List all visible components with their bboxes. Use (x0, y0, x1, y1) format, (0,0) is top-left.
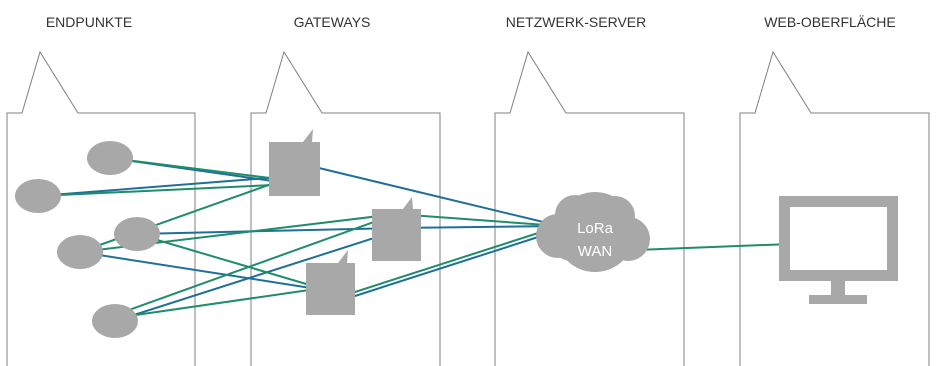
gateway-icon (269, 129, 320, 196)
link (37, 183, 295, 197)
link (114, 286, 331, 319)
link (329, 225, 561, 301)
panel-endpoints (6, 50, 196, 366)
link (329, 229, 561, 305)
links-green (37, 157, 791, 319)
column-label-server: NETZWERK-SERVER (506, 14, 647, 30)
link (136, 233, 331, 292)
link (37, 175, 295, 197)
panel-web (739, 50, 930, 366)
link (114, 230, 397, 322)
endpoint-node (57, 235, 103, 269)
link (79, 251, 331, 292)
gateways (269, 129, 421, 315)
panel-server (494, 50, 685, 366)
endpoints (15, 141, 160, 338)
link (114, 213, 397, 316)
link (109, 157, 295, 182)
column-label-gateways: GATEWAYS (294, 14, 371, 30)
links-blue (37, 157, 561, 322)
column-label-endpoints: ENDPUNKTE (46, 14, 132, 30)
link (293, 161, 561, 227)
cloud-icon: LoRa WAN (536, 192, 650, 272)
endpoint-node (114, 217, 160, 251)
panel-gateways (250, 50, 441, 366)
link (635, 243, 791, 251)
monitor-icon (779, 196, 898, 304)
link (79, 175, 295, 253)
gateway-icon (306, 250, 355, 315)
endpoint-node (92, 304, 138, 338)
gateway-icon (372, 197, 421, 261)
column-label-web: WEB-OBERFLÄCHE (764, 14, 895, 30)
endpoint-node (15, 179, 61, 213)
link (395, 225, 561, 229)
endpoint-node (87, 141, 133, 175)
link (395, 213, 561, 227)
cloud-label-line2: WAN (578, 243, 612, 260)
cloud-label-line1: LoRa (577, 220, 614, 237)
